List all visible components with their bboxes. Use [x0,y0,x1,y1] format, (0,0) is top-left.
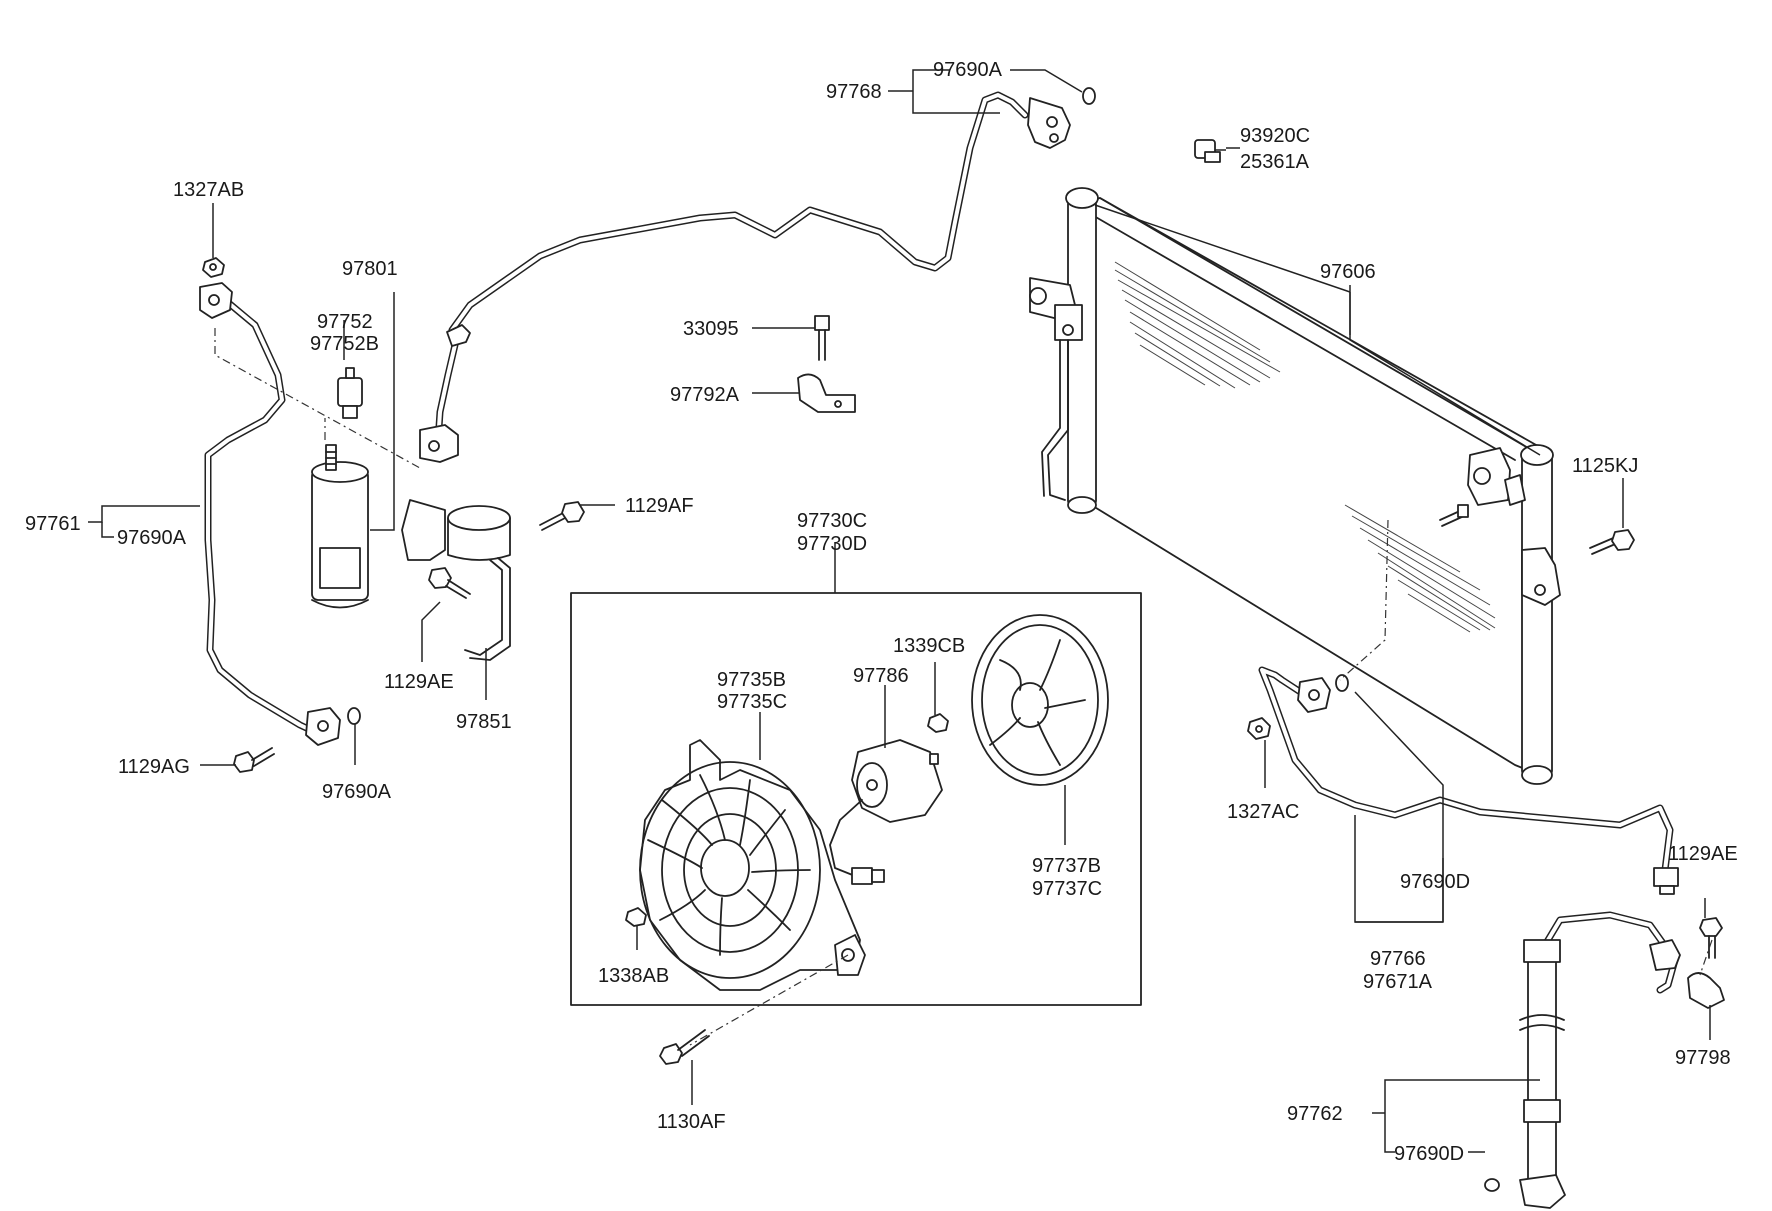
label-1338AB: 1338AB [598,965,669,987]
pipe-97761-liquid [204,296,319,736]
centerline-5 [1699,939,1713,976]
label-97690A-left: 97690A [117,527,187,549]
nut-1327AC [1247,717,1271,740]
sensor-93920C [1194,139,1221,163]
label-97606: 97606 [1320,261,1376,283]
leader-lines [88,69,1711,1153]
label-97752B: 97752B [310,333,379,355]
pressure-switch-97752 [337,367,363,419]
bolt-1125KJ [1589,529,1635,555]
bolt-1130AF [659,1029,710,1065]
pipe-97766-suction [1258,666,1674,874]
condenser-97606 [1029,187,1561,785]
fan-motor-97786 [829,739,943,885]
label-97690D-bottom: 97690D [1394,1143,1464,1165]
label-1327AC: 1327AC [1227,801,1299,823]
bolt-1129AF [539,501,585,531]
clip-97792A [797,373,856,413]
hose-97762 [1484,911,1681,1209]
label-25361A: 25361A [1240,151,1310,173]
label-97671A: 97671A [1363,971,1433,993]
label-97730D: 97730D [797,533,867,555]
bolt-1129AE-left [428,567,471,599]
label-1130AF: 1130AF [657,1111,726,1133]
label-1339CB: 1339CB [893,635,965,657]
centerline-3 [1339,519,1389,681]
label-1129AF: 1129AF [625,495,694,517]
label-97737C: 97737C [1032,878,1102,900]
label-97792A: 97792A [670,384,740,406]
label-97735C: 97735C [717,691,787,713]
label-97851: 97851 [456,711,512,733]
bolt-condenser-mount [1439,504,1469,527]
label-1129AG: 1129AG [118,756,190,778]
label-33095: 33095 [683,318,739,340]
bolt-1129AG [233,747,275,773]
centerline-1 [214,328,421,469]
label-97737B: 97737B [1032,855,1101,877]
label-97766: 97766 [1370,948,1426,970]
centerline-4 [689,954,849,1046]
fan-blade-97737B [971,614,1109,786]
label-97768: 97768 [826,81,882,103]
label-97690D-mid: 97690D [1400,871,1470,893]
label-93920C: 93920C [1240,125,1310,147]
fan-shroud-97735B [639,739,866,991]
label-1125KJ: 1125KJ [1572,455,1638,477]
label-97786: 97786 [853,665,909,687]
label-97690A-bottom: 97690A [322,781,392,803]
label-97730C: 97730C [797,510,867,532]
nut-1338AB [625,907,647,927]
nut-1339CB [927,713,949,733]
nut-1327AB [202,257,225,278]
label-1129AE-left: 1129AE [384,671,454,693]
label-97801: 97801 [342,258,398,280]
label-97752: 97752 [317,311,373,333]
label-97761: 97761 [25,513,81,535]
label-97762: 97762 [1287,1103,1343,1125]
bolt-33095 [814,315,830,361]
label-1327AB: 1327AB [173,179,244,201]
bolt-1129AE-right [1699,917,1723,959]
label-97798: 97798 [1675,1047,1731,1069]
label-1129AE-right: 1129AE [1668,843,1738,865]
receiver-drier-97801 [311,444,369,609]
fitting-97761-ends [199,282,361,746]
label-97690A-top: 97690A [933,59,1003,81]
clip-97798 [1687,972,1725,1009]
bracket-97851 [401,499,511,661]
label-97735B: 97735B [717,669,786,691]
fan-assembly-box [570,592,1142,1006]
fitting-97768-block [419,87,1096,463]
fitting-97766-ends [1297,674,1679,895]
